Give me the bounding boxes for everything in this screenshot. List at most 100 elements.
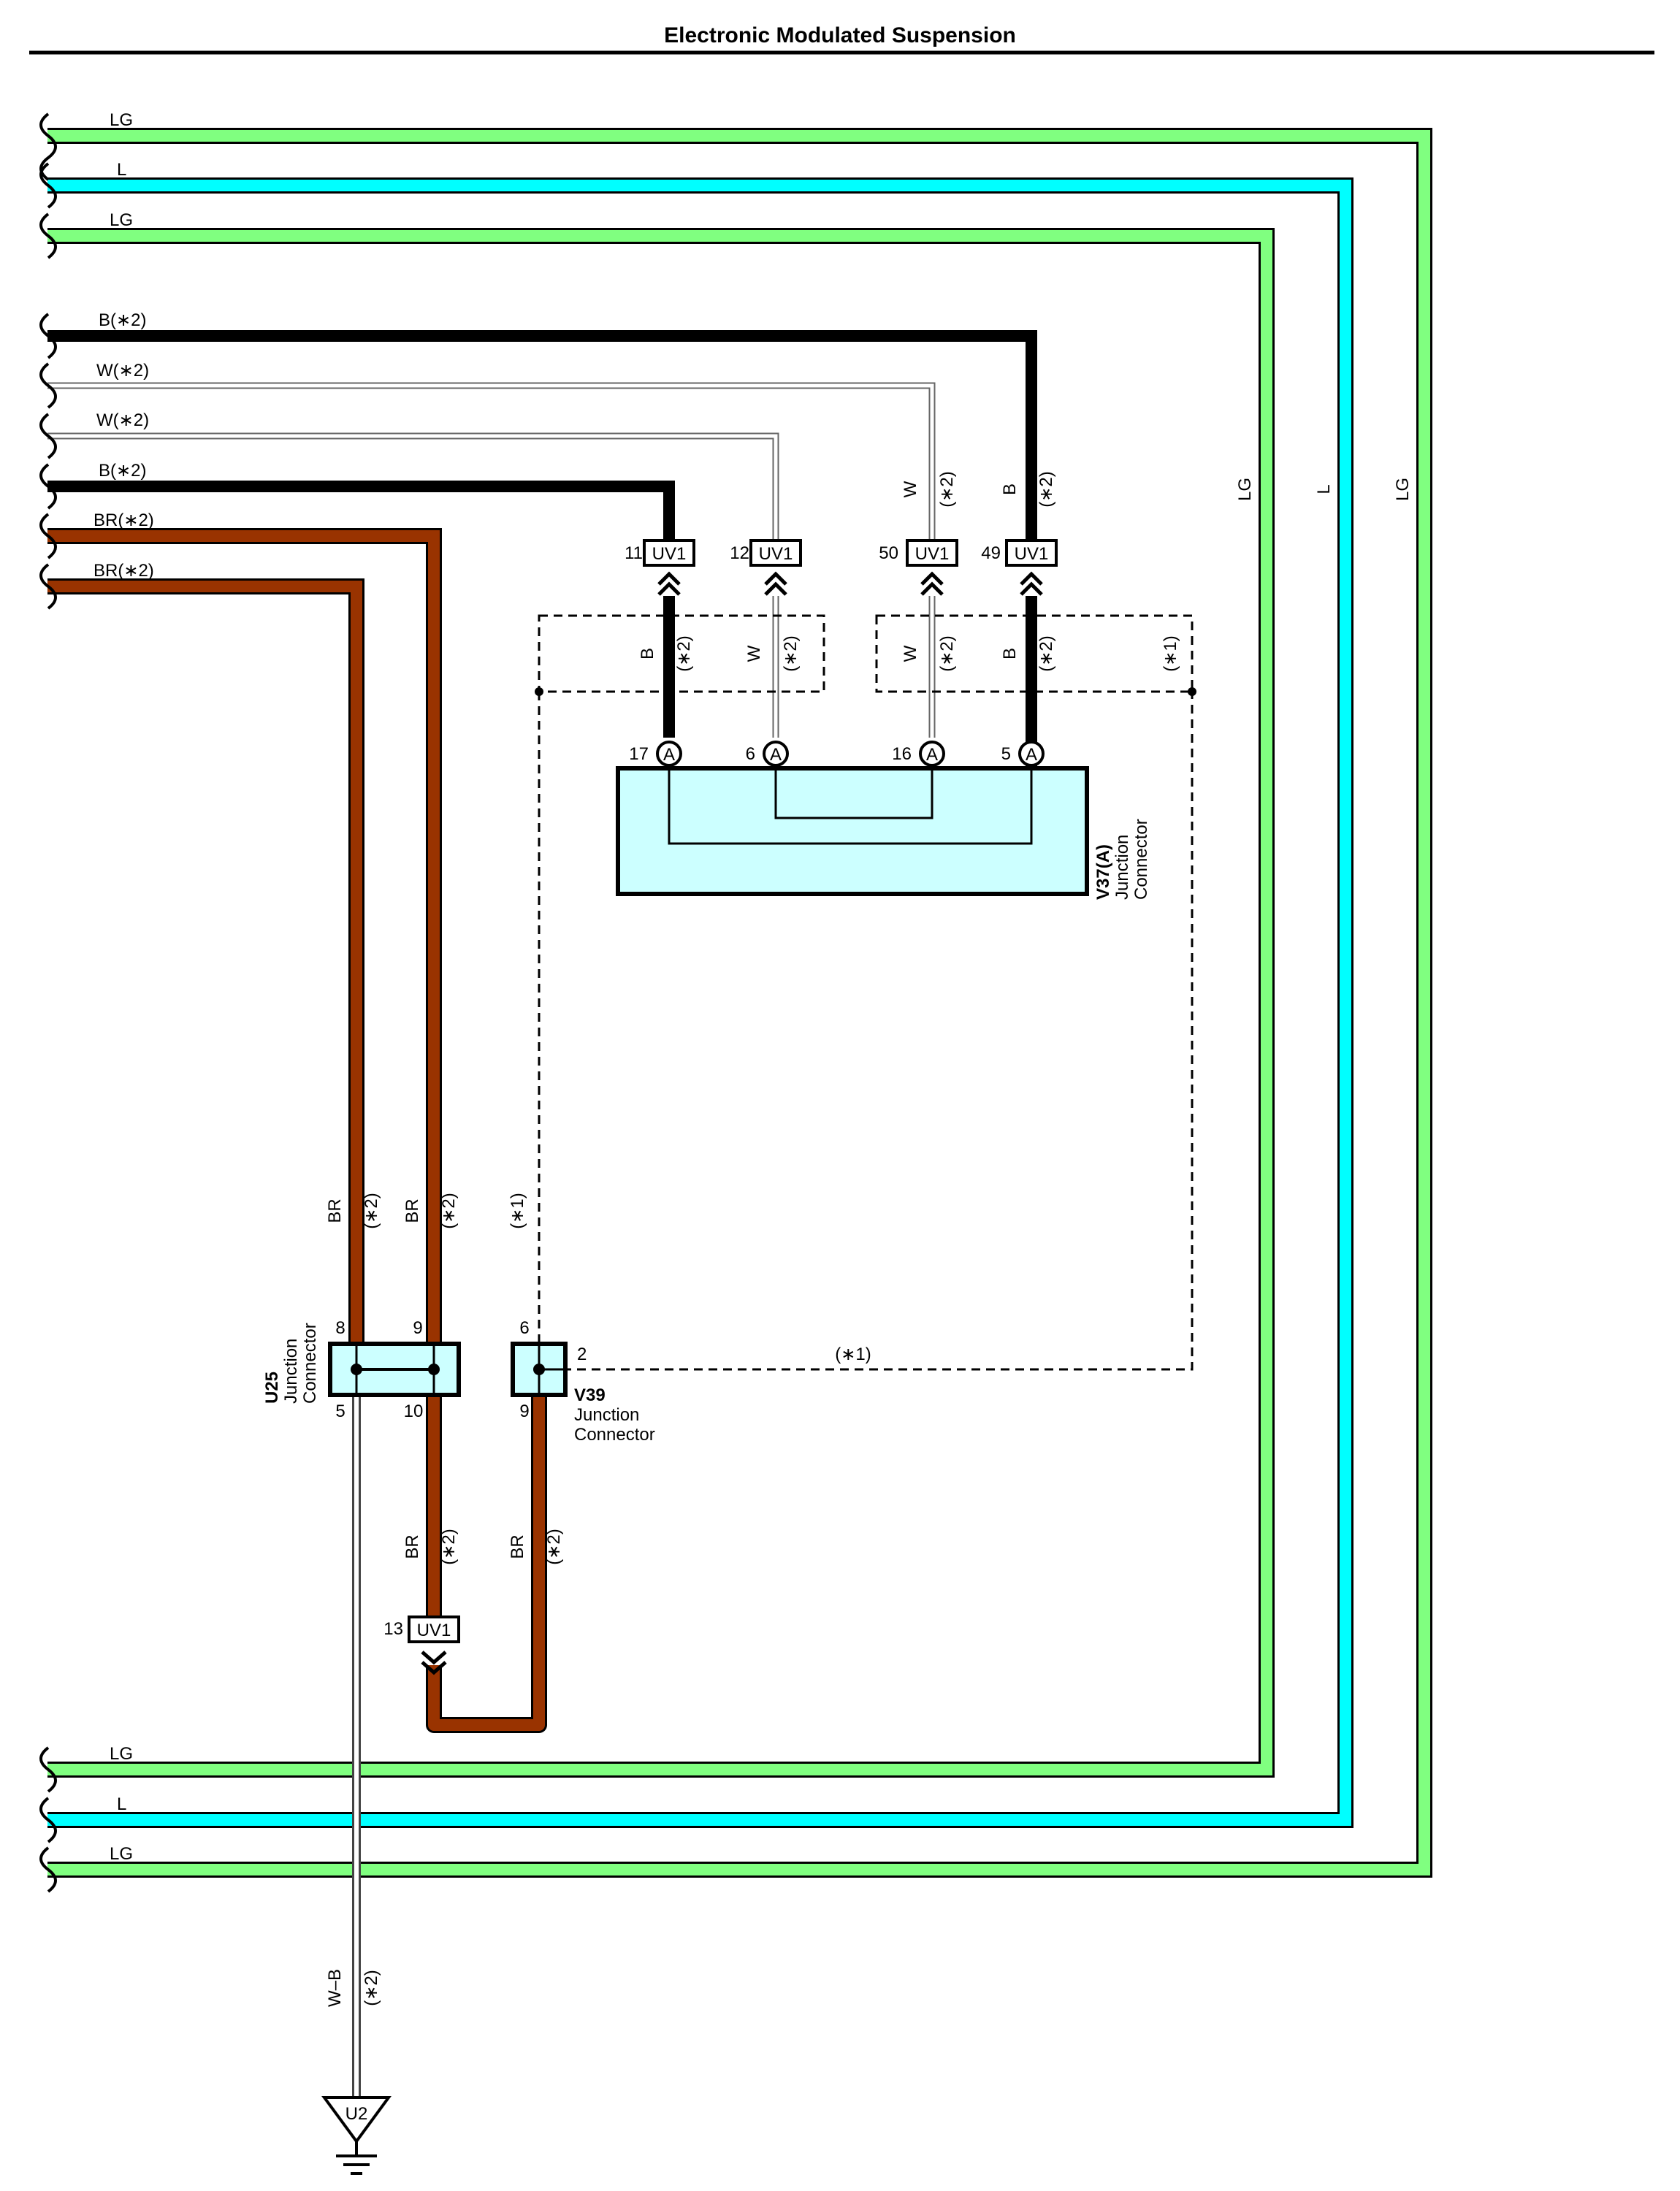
v37-pin-5-mark: A xyxy=(1026,745,1037,765)
wire-label-l-bot: L xyxy=(117,1794,126,1814)
wire-label-lg-bot1: LG xyxy=(110,1744,133,1764)
v39-name: V39 xyxy=(574,1385,606,1405)
vlabel-wb: W–B xyxy=(325,1969,345,2007)
vlabel-s2-b-box2: (∗2) xyxy=(1036,635,1056,671)
option-box-left xyxy=(538,614,825,693)
vlabel-s1-vert: (∗1) xyxy=(508,1193,527,1228)
uv1-name-11: UV1 xyxy=(652,544,687,564)
lg-wire-outer xyxy=(47,128,1432,1878)
wire-label-lg-top1: LG xyxy=(110,110,133,130)
vlabel-s2-br-low2: (∗2) xyxy=(544,1529,564,1564)
wire-break-marks xyxy=(39,112,57,1893)
splice-dot-left xyxy=(535,687,543,696)
vlabel-br-mid: BR xyxy=(402,1198,422,1223)
uv1-name-13: UV1 xyxy=(417,1621,451,1640)
vlabel-s2-wb: (∗2) xyxy=(362,1970,381,2005)
v37-name: V37(A) xyxy=(1093,844,1113,900)
vlabel-b-top: B xyxy=(1000,483,1020,495)
v39-junction-connector xyxy=(511,1342,568,1397)
wire-label-lg-right1: LG xyxy=(1235,478,1255,501)
v37-pin-16-num: 16 xyxy=(892,744,912,764)
vlabel-br-left: BR xyxy=(325,1198,345,1223)
v37-pin-16: 16 A xyxy=(892,741,945,767)
vlabel-s2-w-box: (∗2) xyxy=(781,635,801,671)
v37-pin-17-mark: A xyxy=(663,745,675,765)
page-title: Electronic Modulated Suspension xyxy=(664,23,1016,47)
wire-label-w2b: W(∗2) xyxy=(96,410,149,430)
v37-pin-6-mark: A xyxy=(770,745,782,765)
uv1-connector-49: 49 UV1 xyxy=(981,539,1058,596)
uv1-pin-50: 50 xyxy=(879,543,898,563)
uv1-connector-11: 11 UV1 xyxy=(625,539,695,596)
vlabel-s2-b-top: (∗2) xyxy=(1036,471,1056,507)
vlabel-w-top: W xyxy=(901,481,920,497)
vlabel-br-low1: BR xyxy=(402,1534,422,1559)
wire-label-lg-bot2: LG xyxy=(110,1844,133,1864)
uv1-connector-13: 13 UV1 xyxy=(383,1615,460,1675)
l-wire xyxy=(47,177,1353,1828)
u25-pin-8: 8 xyxy=(335,1318,345,1338)
v37-pin-17-num: 17 xyxy=(629,744,649,764)
wire-label-b2a: B(∗2) xyxy=(99,310,146,330)
vlabel-b-box2: B xyxy=(1000,648,1020,659)
br-wire-8 xyxy=(47,578,364,1358)
vlabel-w-box: W xyxy=(744,645,764,662)
u25-line2: Connector xyxy=(300,1323,320,1404)
br-wire-loop xyxy=(426,1388,547,1733)
uv1-pin-13: 13 xyxy=(383,1619,403,1639)
dashed-label: (∗1) xyxy=(835,1345,871,1364)
u25-label: U25 Junction Connector xyxy=(262,1323,320,1404)
uv1-name-12: UV1 xyxy=(759,544,793,564)
u25-pin-9: 9 xyxy=(413,1318,422,1338)
uv1-pin-11: 11 xyxy=(625,543,643,563)
v37-pin-5-num: 5 xyxy=(1001,744,1011,764)
vlabel-s2-b-box: (∗2) xyxy=(674,635,694,671)
uv1-name-50: UV1 xyxy=(915,544,950,564)
wire-label-b2b: B(∗2) xyxy=(99,461,146,481)
v37-pin-6: 6 A xyxy=(746,741,789,767)
v37-pin-5: 5 A xyxy=(1001,741,1045,767)
vlabel-s2-w-top: (∗2) xyxy=(937,471,957,507)
v37-junction-connector xyxy=(616,738,1089,896)
wire-label-l-top: L xyxy=(117,160,126,180)
vlabel-s2-br-low1: (∗2) xyxy=(439,1529,459,1564)
u25-junction-connector xyxy=(328,1342,461,1397)
u25-name: U25 xyxy=(262,1372,282,1404)
v37-line2: Connector xyxy=(1131,819,1151,900)
v39-line1: Junction xyxy=(574,1405,639,1425)
u25-pin-5: 5 xyxy=(335,1402,345,1421)
w-wire-12 xyxy=(47,432,779,555)
v37-pin-16-mark: A xyxy=(926,745,938,765)
uv1-connector-50: 50 UV1 xyxy=(879,539,958,596)
vlabel-b-box: B xyxy=(638,648,657,659)
option-box-right xyxy=(875,614,1194,693)
vlabel-br-low2: BR xyxy=(508,1534,527,1559)
wire-label-lg-top2: LG xyxy=(110,210,133,230)
splice-dot-right xyxy=(1188,687,1196,696)
vlabel-s2-br-mid: (∗2) xyxy=(439,1193,459,1228)
b-wire-11 xyxy=(47,481,675,555)
uv1-pin-12: 12 xyxy=(730,543,749,563)
ground-name: U2 xyxy=(345,2104,368,2124)
vlabel-w-box2: W xyxy=(901,645,920,662)
v37-line1: Junction xyxy=(1112,835,1132,900)
vlabel-s1-box2: (∗1) xyxy=(1161,635,1180,671)
u25-pin-10: 10 xyxy=(404,1402,424,1421)
vlabel-s2-br-left: (∗2) xyxy=(362,1193,381,1228)
u25-line1: Junction xyxy=(281,1339,301,1404)
v39-line2: Connector xyxy=(574,1425,655,1445)
v37-pin-17: 17 A xyxy=(629,741,682,767)
lg-wire-inner xyxy=(47,228,1275,1778)
b-wire-49 xyxy=(47,330,1037,555)
vlabel-s2-w-box2: (∗2) xyxy=(937,635,957,671)
dashed-option-route xyxy=(538,692,1194,1371)
v39-pin-6: 6 xyxy=(519,1318,529,1338)
br-wire-9 xyxy=(47,528,442,1358)
wire-label-l-right: L xyxy=(1314,484,1334,494)
ground-icon xyxy=(321,2096,392,2175)
uv1-connector-12: 12 UV1 xyxy=(730,539,802,596)
w-wire-50 xyxy=(47,382,936,555)
v39-pin-9: 9 xyxy=(519,1402,529,1421)
wire-label-br2a: BR(∗2) xyxy=(93,511,154,530)
